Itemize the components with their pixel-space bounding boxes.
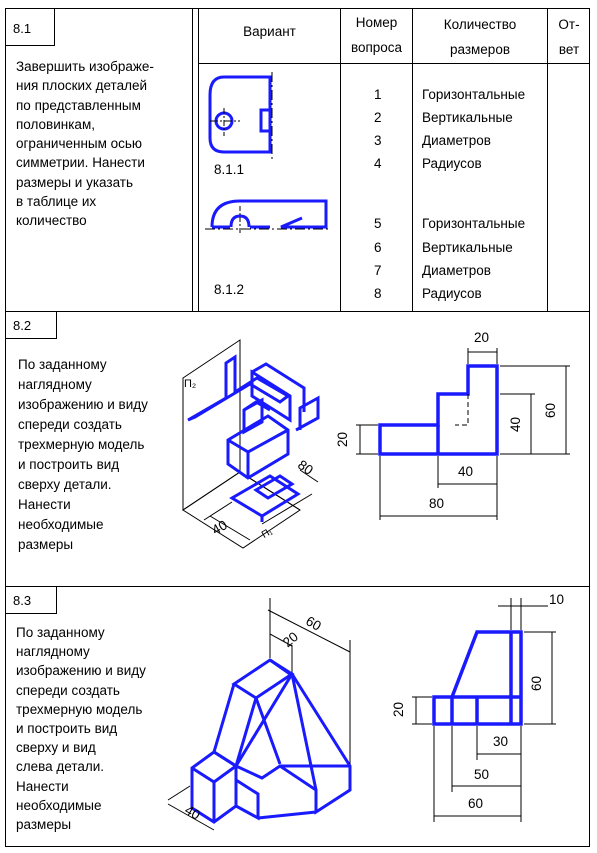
header-line: вет xyxy=(558,42,580,57)
header-underline xyxy=(198,63,590,64)
dim-bottom-60: 60 xyxy=(468,796,484,811)
variant-label-8-1-1: 8.1.1 xyxy=(214,162,245,177)
variant-label-8-1-2: 8.1.2 xyxy=(214,282,245,297)
task-line: изображению и виду xyxy=(16,663,146,679)
task-line: наглядному xyxy=(18,377,92,392)
task-line: трехмерную модель xyxy=(18,437,145,452)
task-line: и построить вид xyxy=(18,457,120,472)
header-variant: Вариант xyxy=(243,24,296,39)
task-line: спереди создать xyxy=(18,417,122,432)
divider-col-4 xyxy=(412,8,413,312)
iso-dims-8-3 xyxy=(167,598,351,831)
header-line: размеров xyxy=(449,42,511,57)
task-line: ограниченным осью xyxy=(16,136,143,152)
header-line: Количество xyxy=(443,17,517,32)
task-text-8-1: Завершить изображе- ния плоских деталей … xyxy=(16,57,154,231)
task-line: Завершить изображе- xyxy=(16,59,154,74)
header-dims-count: Количество размеров xyxy=(413,12,547,62)
task-line: изображению и виду xyxy=(18,397,148,412)
header-question-number: Номер вопроса xyxy=(341,10,412,60)
iso-part-8-3 xyxy=(190,658,352,824)
row-dim-type: Вертикальные xyxy=(422,240,513,255)
row-number: 1 xyxy=(374,87,382,102)
dim-bottom-80: 80 xyxy=(429,496,445,511)
row-dim-type: Диаметров xyxy=(422,133,491,148)
dim-top-20: 20 xyxy=(474,330,490,345)
front-view-8-2 xyxy=(378,364,499,456)
part-8-1-2 xyxy=(210,199,328,229)
part-8-1-2-centerlines xyxy=(205,206,330,235)
task-line: сверху детали. xyxy=(18,477,112,492)
header-line: вопроса xyxy=(350,40,403,55)
task-line: Нанести xyxy=(16,778,69,794)
front-view-8-3 xyxy=(432,630,523,726)
section-number-8-1: 8.1 xyxy=(5,8,55,46)
task-line: Нанести xyxy=(18,497,71,512)
task-line: слева детали. xyxy=(16,759,105,775)
front-dims-8-3 xyxy=(412,598,556,822)
part-8-1-1-centerlines xyxy=(210,72,273,160)
row-number: 2 xyxy=(374,110,382,125)
label-plane-p2: П₂ xyxy=(184,378,197,390)
row-number: 4 xyxy=(374,156,382,171)
task-line: сверху и вид xyxy=(16,740,96,756)
task-text-8-3: По заданному наглядному изображению и ви… xyxy=(16,623,146,834)
row-number: 5 xyxy=(374,216,382,231)
task-line: половинкам, xyxy=(16,116,95,132)
dim-bottom-40: 40 xyxy=(458,464,474,479)
task-line: По заданному xyxy=(18,357,107,372)
row-number: 6 xyxy=(374,240,382,255)
row-dim-type: Горизонтальные xyxy=(422,216,526,231)
header-line: Номер xyxy=(355,15,398,30)
dim-top-10: 10 xyxy=(549,592,565,607)
task-line: размеры xyxy=(18,537,74,552)
row-dim-type: Горизонтальные xyxy=(422,87,526,102)
front-view-8-2-hidden xyxy=(455,394,469,426)
row-number: 8 xyxy=(374,286,382,301)
header-answer: От- вет xyxy=(548,12,590,62)
divider-double-2 xyxy=(198,8,199,312)
iso-part-8-2 xyxy=(187,354,320,522)
task-line: в таблице их xyxy=(16,194,97,210)
dim-bottom-50: 50 xyxy=(474,767,490,782)
task-line: симметрии. Нанести xyxy=(16,155,145,171)
row-dim-type: Вертикальные xyxy=(422,110,513,125)
divider-double-1 xyxy=(192,8,193,312)
task-line: необходимые xyxy=(16,797,102,813)
section-number-8-2: 8.2 xyxy=(5,311,57,339)
row-dim-type: Радиусов xyxy=(422,286,482,301)
task-line: ния плоских деталей xyxy=(16,78,148,94)
front-dims-8-2 xyxy=(356,348,570,520)
task-line: По заданному xyxy=(16,625,105,640)
task-line: по представленным xyxy=(16,97,141,113)
iso-dim-lines xyxy=(203,469,319,541)
task-line: спереди создать xyxy=(16,682,120,698)
row-number: 3 xyxy=(374,133,382,148)
task-line: размеры и указать xyxy=(16,174,134,190)
task-line: количество xyxy=(16,213,87,229)
task-line: необходимые xyxy=(18,517,104,532)
divider-col-5 xyxy=(547,8,548,312)
section-number-8-3: 8.3 xyxy=(5,586,57,614)
row-number: 7 xyxy=(374,263,382,278)
task-line: наглядному xyxy=(16,644,90,660)
dim-bottom-30: 30 xyxy=(493,734,509,749)
row-dim-type: Радиусов xyxy=(422,156,482,171)
task-text-8-2: По заданному наглядному изображению и ви… xyxy=(18,355,148,555)
section-8-3-frame xyxy=(5,586,590,847)
dim-right-60: 60 xyxy=(529,675,545,692)
task-line: размеры xyxy=(16,817,72,833)
task-line: и построить вид xyxy=(16,721,118,737)
divider-col-3 xyxy=(340,8,341,312)
task-line: трехмерную модель xyxy=(16,701,143,717)
header-line: От- xyxy=(558,17,580,32)
dim-left-20: 20 xyxy=(391,701,407,718)
row-dim-type: Диаметров xyxy=(422,263,491,278)
